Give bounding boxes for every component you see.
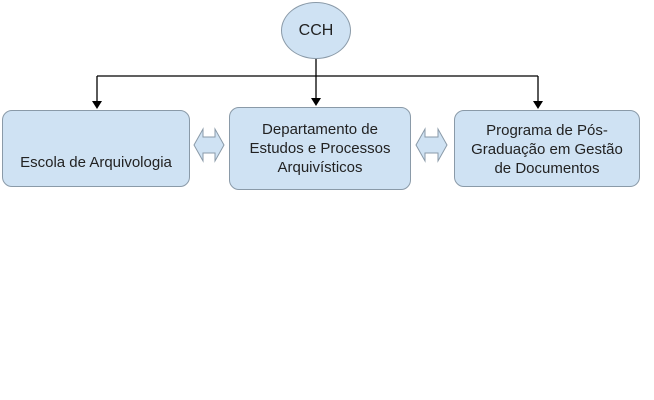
node-cch-label: CCH (298, 22, 334, 39)
arrowhead-dept (311, 98, 321, 106)
node-departamento: Departamento de Estudos e Processos Arqu… (229, 107, 411, 190)
node-cch: CCH (281, 2, 351, 59)
node-escola: Escola de Arquivologia (2, 110, 190, 187)
node-escola-label: Escola de Arquivologia (20, 154, 172, 171)
node-programa-label: Programa de Pós-Graduação em Gestão de D… (471, 122, 623, 177)
arrowhead-programa (533, 101, 543, 109)
double-arrow-left (193, 127, 225, 163)
double-arrow-right (415, 127, 448, 163)
arrowhead-escola (92, 101, 102, 109)
node-departamento-label: Departamento de Estudos e Processos Arqu… (249, 121, 391, 176)
node-programa: Programa de Pós-Graduação em Gestão de D… (454, 110, 640, 187)
